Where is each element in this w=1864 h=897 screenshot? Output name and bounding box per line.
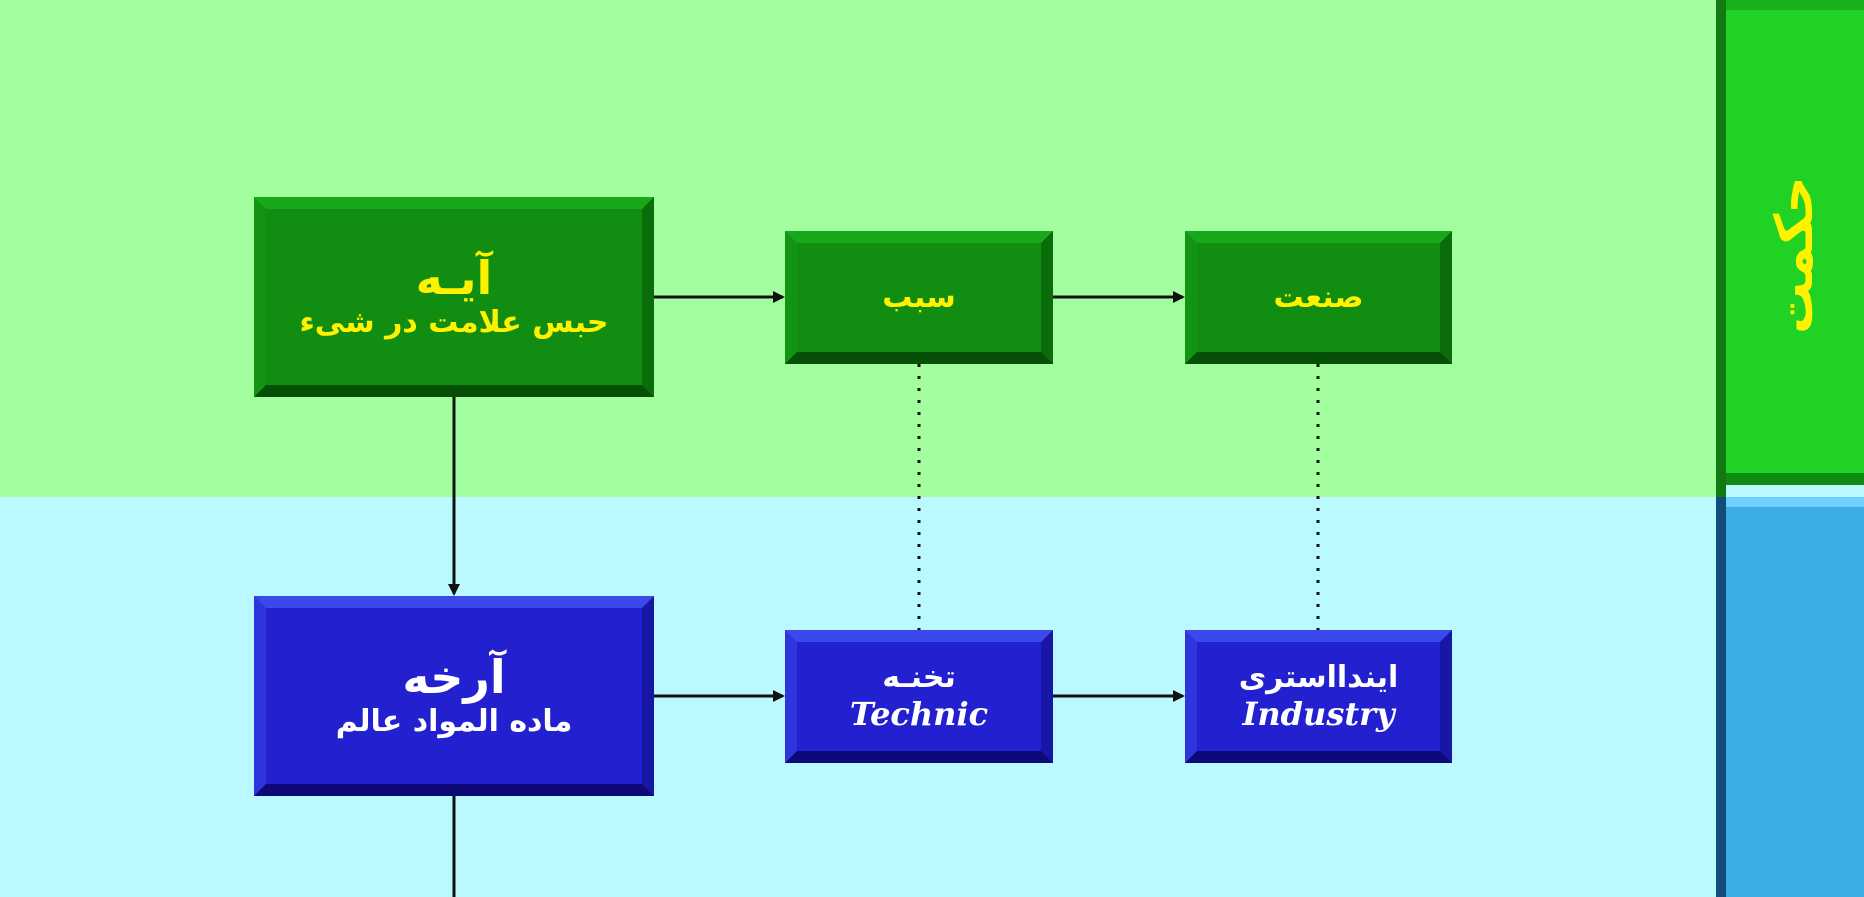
side-tab-lower: [1726, 497, 1864, 897]
side-tab-hikmat: حکمت: [1726, 0, 1864, 485]
node-arkheh-subtitle: ماده المواد عالم: [335, 703, 573, 739]
node-technic-label: تخنـه: [882, 660, 956, 696]
node-sanat-label: صنعت: [1273, 279, 1364, 315]
node-sanat: صنعت: [1185, 231, 1452, 364]
node-arkheh: آرخه ماده المواد عالم: [254, 596, 654, 796]
node-aye-title: آیـه: [415, 250, 493, 305]
node-sabab-label: سبب: [882, 279, 956, 315]
node-technic: تخنـه Technic: [785, 630, 1053, 763]
node-industry-latin: Industry: [1242, 695, 1395, 734]
node-aye: آیـه حبس علامت در شیء: [254, 197, 654, 397]
node-industry: ایندااستری Industry: [1185, 630, 1452, 763]
upper-band-edge: [1716, 0, 1726, 497]
lower-band-edge: [1716, 497, 1726, 897]
node-aye-subtitle: حبس علامت در شیء: [299, 304, 609, 340]
node-industry-label: ایندااستری: [1238, 660, 1399, 696]
node-arkheh-title: آرخه: [402, 649, 506, 704]
node-sabab: سبب: [785, 231, 1053, 364]
node-technic-latin: Technic: [849, 695, 989, 734]
